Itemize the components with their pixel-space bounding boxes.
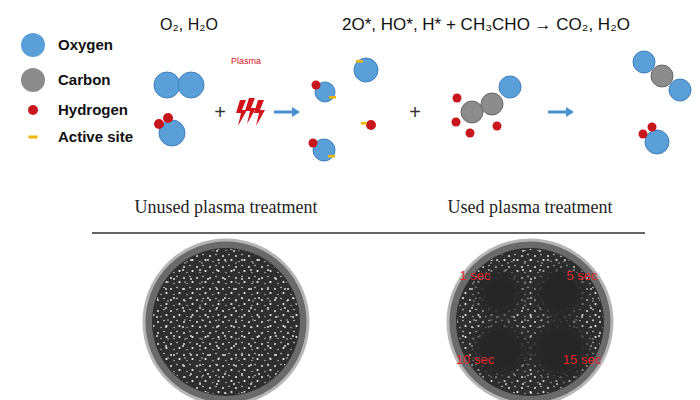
lightning — [236, 100, 247, 126]
hydrogen-atom — [639, 130, 648, 139]
column-heading: Unused plasma treatment — [135, 198, 318, 218]
hydrogen-atom — [309, 139, 318, 148]
legend-text: Oxygen — [58, 37, 113, 54]
arrow-head — [566, 107, 574, 117]
plus-sign: + — [214, 101, 226, 123]
cleared-zone — [472, 322, 528, 378]
petri-dish-agar — [456, 248, 604, 396]
time-label: 10 sec — [456, 353, 494, 367]
legend-swatch — [21, 33, 45, 57]
hydrogen-atom — [466, 129, 475, 138]
legend-swatch — [29, 136, 38, 139]
plus-sign: + — [409, 101, 421, 123]
lightning — [245, 98, 256, 124]
legend-swatch — [28, 105, 38, 115]
hydrogen-atom — [493, 122, 502, 131]
active-site — [356, 60, 363, 63]
oxygen-atom — [645, 130, 669, 154]
legend-text: Carbon — [58, 72, 111, 89]
cleared-zone — [530, 320, 590, 380]
lightning — [254, 100, 265, 126]
hydrogen-atom — [452, 118, 461, 127]
oxygen-atom — [154, 72, 180, 98]
hydrogen-atom — [312, 81, 321, 90]
hydrogen-atom — [453, 94, 462, 103]
bacterial-colonies — [153, 249, 299, 395]
hydrogen-radical — [366, 120, 376, 130]
time-label: 1 sec — [459, 269, 490, 283]
table-rule — [92, 232, 645, 234]
carbon-atom — [461, 101, 483, 123]
carbon-atom — [481, 93, 503, 115]
petri-dish-agar — [152, 248, 300, 396]
plasma-label: Plasma — [231, 57, 261, 67]
reaction-equation: 2O*, HO*, H* + CH₃CHO → CO₂, H₂O — [342, 16, 630, 35]
bacterial-colonies — [457, 249, 603, 395]
reaction-arrow — [274, 111, 292, 114]
reaction-arrow — [548, 111, 566, 114]
oxygen-atom — [633, 51, 655, 73]
carbon-atom — [651, 65, 673, 87]
plasma-bolts — [236, 98, 265, 126]
petri-dish-rim — [144, 240, 308, 400]
bacterial-colonies — [457, 249, 603, 395]
active-site — [329, 96, 336, 99]
oxygen-atom — [499, 76, 521, 98]
column-heading: Used plasma treatment — [448, 198, 613, 218]
hydrogen-atom — [648, 123, 657, 132]
time-label: 15 sec — [563, 353, 601, 367]
oxygen-atom — [669, 79, 691, 101]
active-site — [361, 122, 367, 125]
petri-dish-rim — [448, 240, 612, 400]
legend-swatch — [21, 68, 45, 92]
active-site — [328, 155, 335, 158]
hydrogen-atom — [154, 119, 164, 129]
time-label: 5 sec — [566, 269, 597, 283]
oxygen-atom — [178, 72, 204, 98]
legend-text: Active site — [58, 129, 133, 146]
arrow-head — [292, 107, 300, 117]
oxygen-radical — [354, 58, 378, 82]
legend-text: Hydrogen — [58, 102, 128, 119]
hydrogen-atom — [163, 113, 173, 123]
formula-text: O₂, H₂O — [160, 16, 218, 34]
bacterial-colonies — [153, 249, 299, 395]
